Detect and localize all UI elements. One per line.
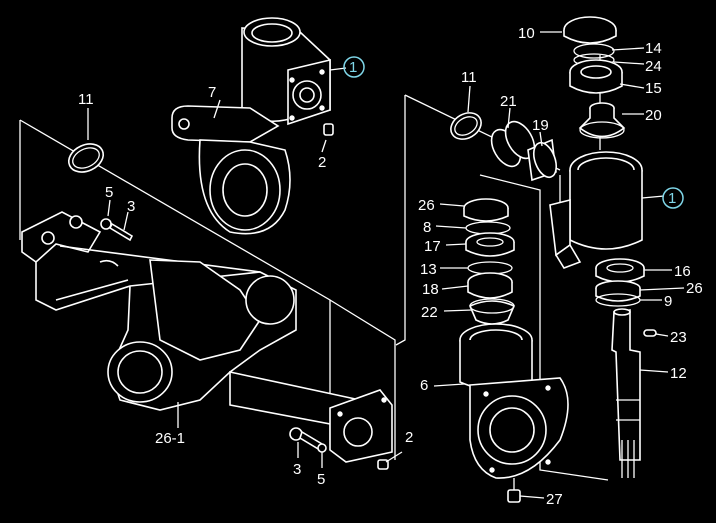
bevel-gear-22 <box>468 298 516 325</box>
callout-right-26a[interactable]: 26 <box>418 197 435 214</box>
leader-right-6 <box>433 383 465 387</box>
gear-case-housing-right <box>549 151 643 269</box>
bearing-17 <box>465 232 515 257</box>
shim-26-right <box>595 280 641 302</box>
callout-right-12[interactable]: 12 <box>670 365 687 382</box>
bearing-16 <box>595 258 645 283</box>
key <box>643 329 657 337</box>
leader-right-24 <box>613 61 645 65</box>
callout-left-2a[interactable]: 2 <box>318 154 326 171</box>
callout-right-26b[interactable]: 26 <box>686 280 703 297</box>
shim-26 <box>463 198 509 222</box>
callout-right-15[interactable]: 15 <box>645 80 662 97</box>
callout-right-18[interactable]: 18 <box>422 281 439 298</box>
bearing-18 <box>467 272 513 299</box>
callout-left-5b[interactable]: 5 <box>317 471 325 488</box>
leader-right-1 <box>641 195 665 199</box>
callout-right-21[interactable]: 21 <box>500 93 517 110</box>
callout-right-16[interactable]: 16 <box>674 263 691 280</box>
leader-right-17 <box>445 243 467 246</box>
lower-housing <box>459 323 569 479</box>
axle-case <box>21 211 363 431</box>
leader-right-27 <box>519 495 545 499</box>
right-boundary-line <box>395 95 406 346</box>
callout-right-22[interactable]: 22 <box>421 304 438 321</box>
highlight-circle-left <box>343 56 365 78</box>
callout-right-14[interactable]: 14 <box>645 40 662 57</box>
leader-left-2a <box>321 139 327 153</box>
callout-right-20[interactable]: 20 <box>645 107 662 124</box>
callout-right-19[interactable]: 19 <box>532 117 549 134</box>
callout-left-5a[interactable]: 5 <box>105 184 113 201</box>
snap-ring-8 <box>465 221 511 235</box>
callout-right-10[interactable]: 10 <box>518 25 535 42</box>
leader-left-2b <box>385 451 403 463</box>
gear-case-housing <box>241 17 331 126</box>
knuckle-housing <box>171 105 291 235</box>
callout-left-3a[interactable]: 3 <box>127 198 135 215</box>
callout-right-13[interactable]: 13 <box>420 261 437 278</box>
leader-left-3a <box>123 211 129 231</box>
flange-plate <box>329 389 393 463</box>
right-assembly: 10 14 24 15 20 11 21 19 1 26 8 17 13 18 … <box>395 16 703 508</box>
callout-right-27[interactable]: 27 <box>546 491 563 508</box>
callout-left-1[interactable]: 1 <box>349 59 357 76</box>
pinion-gear <box>527 138 558 182</box>
leader-left-5a <box>107 199 111 217</box>
leader-right-11 <box>467 85 471 113</box>
leader-right-26b <box>639 287 685 291</box>
output-shaft <box>611 308 641 478</box>
leader-right-18 <box>441 285 469 290</box>
callout-right-24[interactable]: 24 <box>645 58 662 75</box>
callout-right-1[interactable]: 1 <box>668 190 676 207</box>
drain-bolt <box>507 478 521 503</box>
bolt-upper <box>100 218 134 242</box>
right-boundary-lower <box>479 174 609 481</box>
callout-right-17[interactable]: 17 <box>424 238 441 255</box>
leader-left-7 <box>213 99 221 119</box>
leader-right-22 <box>443 309 473 312</box>
leader-right-14 <box>611 47 645 51</box>
leader-right-21 <box>507 107 511 129</box>
dowel-pin-lower <box>377 459 389 470</box>
bevel-gear-upper <box>578 102 626 139</box>
callout-right-6[interactable]: 6 <box>420 377 428 394</box>
leader-right-19 <box>539 131 543 147</box>
snap-ring <box>573 43 615 59</box>
callout-right-9[interactable]: 9 <box>664 293 672 310</box>
left-assembly: 1 7 11 5 3 2 26-1 3 5 2 <box>19 17 413 488</box>
bolt-lower <box>289 427 327 453</box>
left-boundary-line-2 <box>329 299 396 460</box>
callout-left-7[interactable]: 7 <box>208 84 216 101</box>
callout-right-11[interactable]: 11 <box>461 69 477 86</box>
callout-left-3b[interactable]: 3 <box>293 461 301 478</box>
leader-right-26a <box>439 203 465 207</box>
callout-left-11[interactable]: 11 <box>78 91 94 108</box>
callout-right-8[interactable]: 8 <box>423 219 431 236</box>
leader-right-12 <box>639 369 669 373</box>
end-cap <box>563 16 617 44</box>
leader-right-15 <box>619 83 645 89</box>
ball-bearing-side <box>490 120 536 168</box>
o-ring-right <box>450 112 482 140</box>
leader-right-23 <box>655 333 669 337</box>
callout-left-2b[interactable]: 2 <box>405 429 413 446</box>
highlight-circle-right <box>662 187 684 209</box>
ball-bearing-upper <box>569 59 623 94</box>
o-ring <box>67 143 105 173</box>
dowel-pin <box>323 123 334 136</box>
callout-left-26-1[interactable]: 26-1 <box>155 430 185 447</box>
leader-right-8 <box>435 225 467 229</box>
callout-right-23[interactable]: 23 <box>670 329 687 346</box>
